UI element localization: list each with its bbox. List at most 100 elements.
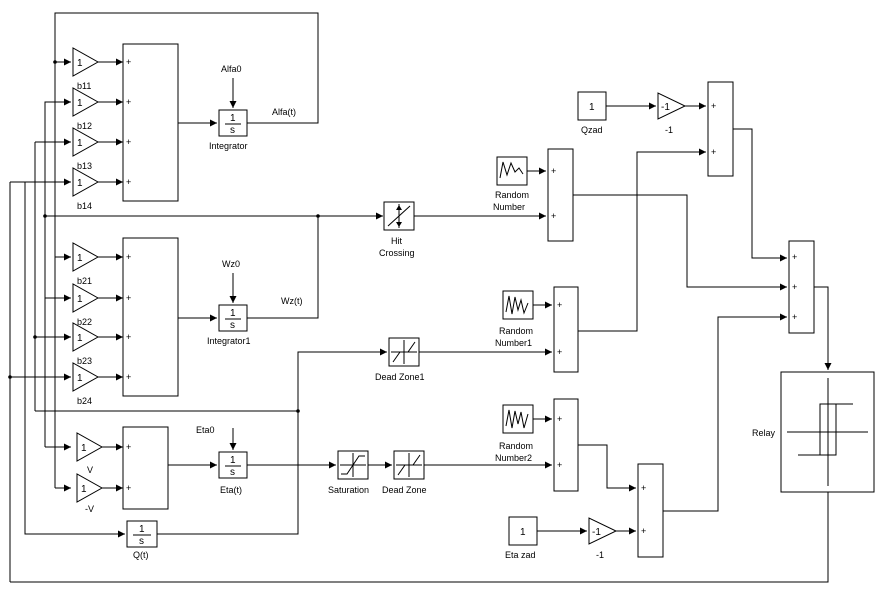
svg-text:1: 1: [77, 98, 83, 109]
gain-v[interactable]: 1: [76, 432, 104, 462]
label-neg-v: -V: [85, 504, 94, 514]
gain-b12[interactable]: 1: [72, 87, 100, 117]
label-hit: Hit: [391, 236, 402, 246]
label-wz-t: Wz(t): [281, 296, 303, 306]
qzad-constant[interactable]: 1: [577, 91, 607, 121]
svg-text:+: +: [126, 332, 131, 342]
gain-b22[interactable]: 1: [72, 283, 100, 313]
dead-zone1-block[interactable]: [388, 337, 420, 367]
svg-text:+: +: [126, 483, 131, 493]
svg-text:+: +: [126, 97, 131, 107]
svg-text:1: 1: [77, 138, 83, 149]
random-number-block[interactable]: [496, 156, 528, 186]
label-neg1-top: -1: [665, 125, 673, 135]
sum-qzad[interactable]: [707, 81, 734, 177]
gain-b13[interactable]: 1: [72, 127, 100, 157]
label-eta0: Eta0: [196, 425, 215, 435]
gain-neg1-bottom[interactable]: -1: [588, 517, 618, 545]
sum-block-eta[interactable]: [122, 426, 169, 510]
gain-b23[interactable]: 1: [72, 322, 100, 352]
svg-text:+: +: [551, 166, 556, 176]
label-b22: b22: [77, 317, 92, 327]
label-crossing: Crossing: [379, 248, 415, 258]
gain-neg-v[interactable]: 1: [76, 473, 104, 503]
svg-text:s: s: [230, 467, 235, 478]
label-b12: b12: [77, 121, 92, 131]
integrator-block[interactable]: 1 s: [218, 109, 248, 137]
svg-text:+: +: [126, 177, 131, 187]
svg-text:1: 1: [589, 102, 595, 113]
svg-text:1: 1: [139, 524, 145, 535]
label-integrator: Integrator: [209, 141, 248, 151]
svg-text:1: 1: [520, 527, 526, 538]
label-wz0: Wz0: [222, 259, 240, 269]
svg-text:-1: -1: [592, 527, 601, 538]
q-integrator-block[interactable]: 1 s: [126, 520, 158, 548]
label-number2: Number2: [495, 453, 532, 463]
sum-eta-zad[interactable]: [637, 463, 664, 558]
gain-b14[interactable]: 1: [72, 167, 100, 197]
svg-text:+: +: [711, 147, 716, 157]
svg-text:s: s: [230, 125, 235, 136]
sum-random3[interactable]: [553, 398, 579, 492]
label-eta-t: Eta(t): [220, 485, 242, 495]
gain-neg1-top[interactable]: -1: [657, 92, 687, 120]
svg-text:+: +: [557, 414, 562, 424]
label-v: V: [87, 465, 93, 475]
svg-text:+: +: [557, 347, 562, 357]
svg-text:+: +: [711, 101, 716, 111]
svg-text:+: +: [641, 483, 646, 493]
hit-crossing-block[interactable]: [383, 201, 415, 231]
label-random1: Random: [499, 326, 533, 336]
svg-text:+: +: [126, 442, 131, 452]
svg-text:1: 1: [81, 443, 87, 454]
svg-text:+: +: [792, 312, 797, 322]
svg-text:+: +: [126, 57, 131, 67]
svg-text:+: +: [126, 137, 131, 147]
label-b24: b24: [77, 396, 92, 406]
label-random2: Random: [499, 441, 533, 451]
label-alfa-t: Alfa(t): [272, 107, 296, 117]
svg-text:1: 1: [77, 333, 83, 344]
svg-text:+: +: [641, 526, 646, 536]
integrator1-block[interactable]: 1 s: [218, 304, 248, 332]
label-b11: b11: [77, 81, 91, 91]
svg-text:1: 1: [77, 178, 83, 189]
label-dead-zone1: Dead Zone1: [375, 372, 425, 382]
gain-b11[interactable]: 1: [72, 47, 100, 77]
random-number2-block[interactable]: [502, 404, 534, 434]
gain-b24[interactable]: 1: [72, 362, 100, 392]
sum-random1[interactable]: [547, 148, 574, 242]
label-number: Number: [493, 202, 525, 212]
sum-random2[interactable]: [553, 286, 579, 373]
label-b21: b21: [77, 276, 92, 286]
label-q-t: Q(t): [133, 550, 149, 560]
svg-text:1: 1: [77, 373, 83, 384]
sum-block-alfa[interactable]: [122, 43, 179, 202]
random-number1-block[interactable]: [502, 290, 534, 320]
svg-text:+: +: [557, 300, 562, 310]
label-alfa0: Alfa0: [221, 64, 242, 74]
dead-zone-block[interactable]: [393, 450, 425, 480]
sum-block-wz[interactable]: [122, 237, 179, 397]
label-dead-zone: Dead Zone: [382, 485, 427, 495]
label-relay: Relay: [752, 428, 776, 438]
label-saturation: Saturation: [328, 485, 369, 495]
saturation-block[interactable]: [337, 450, 369, 480]
svg-text:1: 1: [230, 308, 236, 319]
svg-text:1: 1: [77, 253, 83, 264]
relay-block[interactable]: [780, 371, 875, 493]
eta-integrator-block[interactable]: 1 s: [218, 451, 248, 479]
svg-text:+: +: [126, 252, 131, 262]
svg-text:+: +: [792, 282, 797, 292]
eta-zad-constant[interactable]: 1: [508, 516, 538, 546]
label-random: Random: [495, 190, 529, 200]
gain-b21[interactable]: 1: [72, 242, 100, 272]
svg-text:s: s: [139, 536, 144, 547]
svg-text:+: +: [557, 460, 562, 470]
svg-text:1: 1: [230, 113, 236, 124]
label-b14: b14: [77, 201, 92, 211]
svg-text:1: 1: [230, 455, 236, 466]
